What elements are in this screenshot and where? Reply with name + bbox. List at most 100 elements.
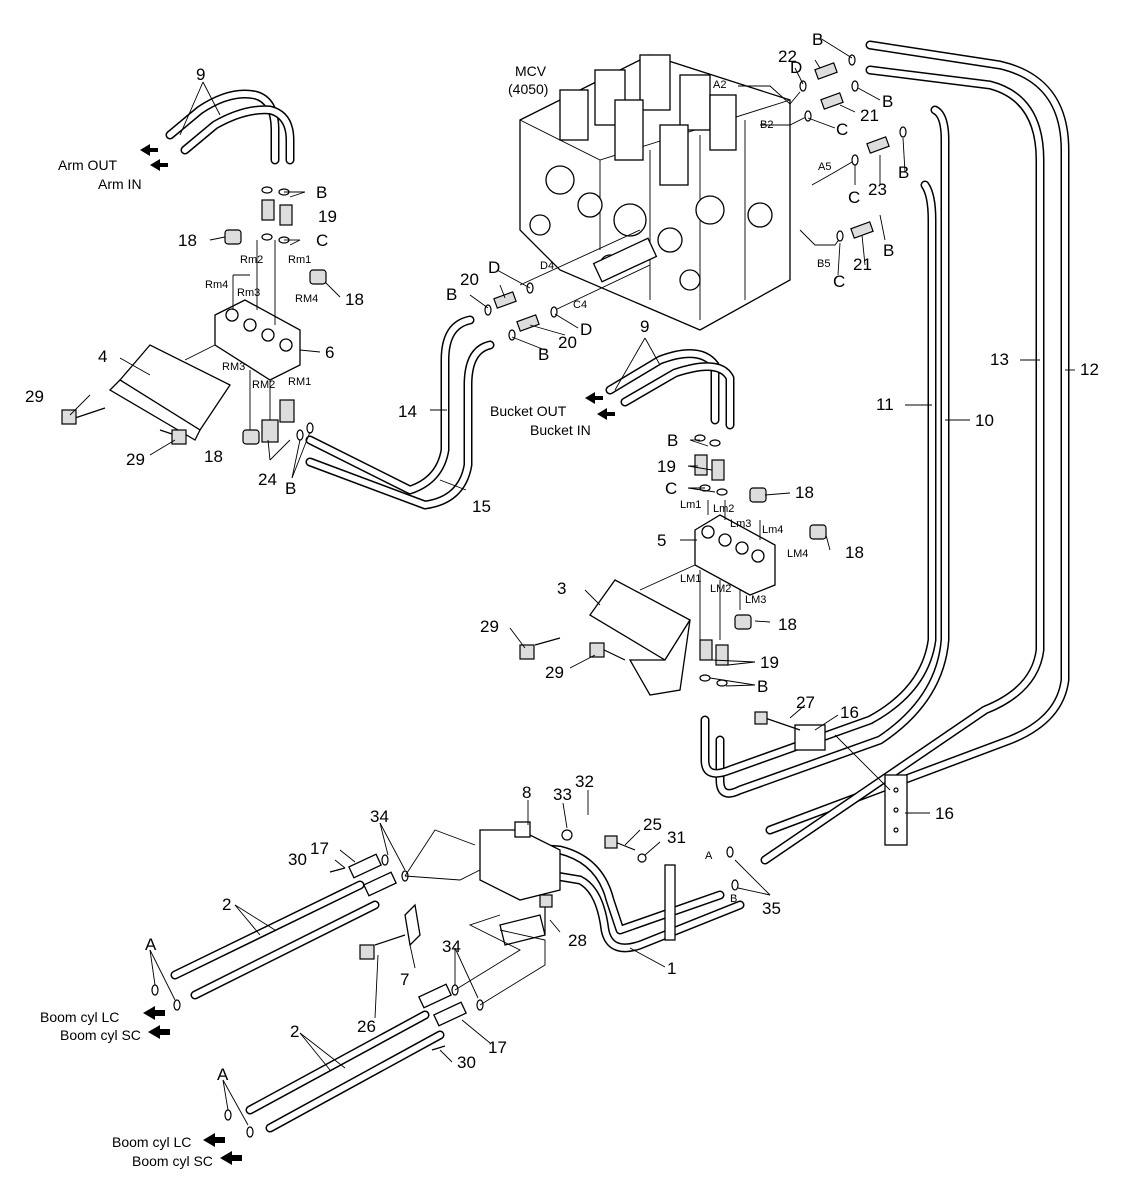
callout-32: 32 (575, 772, 594, 791)
seal-c-top2: C (848, 188, 860, 207)
callout-35: 35 (762, 899, 781, 918)
seal-b-arm: B (316, 183, 327, 202)
callout-28: 28 (568, 931, 587, 950)
seal-d-mid2: D (580, 320, 592, 339)
bracket-3 (589, 579, 691, 696)
clamp-16-vertical (884, 774, 908, 846)
bucket-hoses (605, 349, 735, 430)
seal-b-top4: B (883, 241, 894, 260)
callout-26: 26 (357, 1017, 376, 1036)
seal-c-bkt: C (665, 479, 677, 498)
callout-22: 22 (778, 47, 797, 66)
boom-tubes (490, 840, 745, 953)
callout-8: 8 (522, 783, 531, 802)
seal-b-lower: B (757, 677, 768, 696)
main-control-valve (519, 54, 791, 331)
callout-3: 3 (557, 579, 566, 598)
fittings (224, 62, 890, 666)
port-rm4: Rm4 (205, 279, 228, 291)
callout-7: 7 (400, 970, 409, 989)
port-rm3: Rm3 (237, 287, 260, 299)
callout-20-b: 20 (558, 333, 577, 352)
callout-18-c: 18 (204, 447, 223, 466)
guards-17 (348, 853, 467, 1027)
label-arm-out: Arm OUT (58, 157, 118, 173)
label-boom-lc-1: Boom cyl LC (40, 1009, 119, 1025)
callout-23: 23 (868, 180, 887, 199)
seal-a-boom1: A (145, 935, 157, 954)
callout-34-b: 34 (442, 937, 461, 956)
callout-20-a: 20 (460, 270, 479, 289)
callout-19-bkt: 19 (657, 457, 676, 476)
seal-b-bkt: B (667, 431, 678, 450)
label-arm-in: Arm IN (98, 176, 142, 192)
callout-17-b: 17 (488, 1038, 507, 1057)
port-RM1: RM1 (288, 376, 311, 388)
callout-29-d: 29 (545, 663, 564, 682)
valve-name: MCV (515, 63, 547, 79)
seal-d-mid1: D (488, 258, 500, 277)
bolts (61, 407, 801, 1051)
callout-18-b: 18 (345, 290, 364, 309)
port-LM4: LM4 (787, 548, 808, 560)
bracket-28 (499, 914, 546, 946)
port-LM2: LM2 (710, 583, 731, 595)
label-boom-sc-1: Boom cyl SC (60, 1027, 141, 1043)
callout-25: 25 (643, 815, 662, 834)
callout-1: 1 (667, 959, 676, 978)
callout-33: 33 (553, 785, 572, 804)
port-a2: A2 (713, 79, 726, 91)
callout-10: 10 (975, 411, 994, 430)
long-tubes (700, 40, 1070, 865)
leader-lines (69, 37, 1075, 1126)
port-pa: A (705, 850, 713, 862)
boom-hoses-lower (245, 1010, 445, 1133)
port-c4: C4 (573, 299, 587, 311)
callout-29-c: 29 (480, 617, 499, 636)
callout-19-lower: 19 (760, 653, 779, 672)
callout-21-a: 21 (860, 106, 879, 125)
port-rm2: Rm2 (240, 254, 263, 266)
seal-b-top2: B (882, 92, 893, 111)
callout-21-b: 21 (853, 255, 872, 274)
port-RM3: RM3 (222, 361, 245, 373)
callout-18-e: 18 (845, 543, 864, 562)
callout-2-lower: 2 (290, 1022, 299, 1041)
port-LM1: LM1 (680, 573, 701, 585)
callout-31: 31 (667, 828, 686, 847)
port-d4: D4 (540, 260, 554, 272)
plate-7 (404, 903, 421, 947)
callout-18-a: 18 (178, 231, 197, 250)
callout-9-bucket: 9 (640, 317, 649, 336)
manifold-block-6 (214, 299, 301, 381)
port-a5: A5 (818, 161, 831, 173)
seal-b-top1: B (812, 30, 823, 49)
callout-11: 11 (876, 395, 894, 414)
seal-b-top3: B (898, 163, 909, 182)
port-RM4: RM4 (295, 293, 318, 305)
label-bucket-in: Bucket IN (530, 422, 591, 438)
flow-arrows (140, 144, 615, 1165)
seal-b-mid2: B (538, 345, 549, 364)
callout-29-b: 29 (126, 450, 145, 469)
port-rm1: Rm1 (288, 254, 311, 266)
callout-6: 6 (325, 343, 334, 362)
callout-17-a: 17 (310, 839, 329, 858)
port-lm3: Lm3 (730, 518, 751, 530)
callout-9-arm: 9 (196, 65, 205, 84)
label-boom-sc-2: Boom cyl SC (132, 1153, 213, 1169)
port-b5: B5 (817, 258, 830, 270)
bracket-4 (108, 344, 231, 441)
clamp-bar-a (664, 864, 676, 941)
callout-13: 13 (990, 350, 1009, 369)
label-boom-lc-2: Boom cyl LC (112, 1134, 191, 1150)
port-b2: B2 (760, 119, 773, 131)
seal-c-arm: C (316, 231, 328, 250)
seal-c-top3: C (833, 272, 845, 291)
callout-29-a: 29 (25, 387, 44, 406)
callout-30-b: 30 (457, 1053, 476, 1072)
callout-30-a: 30 (288, 850, 307, 869)
callout-18-f: 18 (778, 615, 797, 634)
port-lm2: Lm2 (713, 503, 734, 515)
callout-27: 27 (796, 693, 815, 712)
